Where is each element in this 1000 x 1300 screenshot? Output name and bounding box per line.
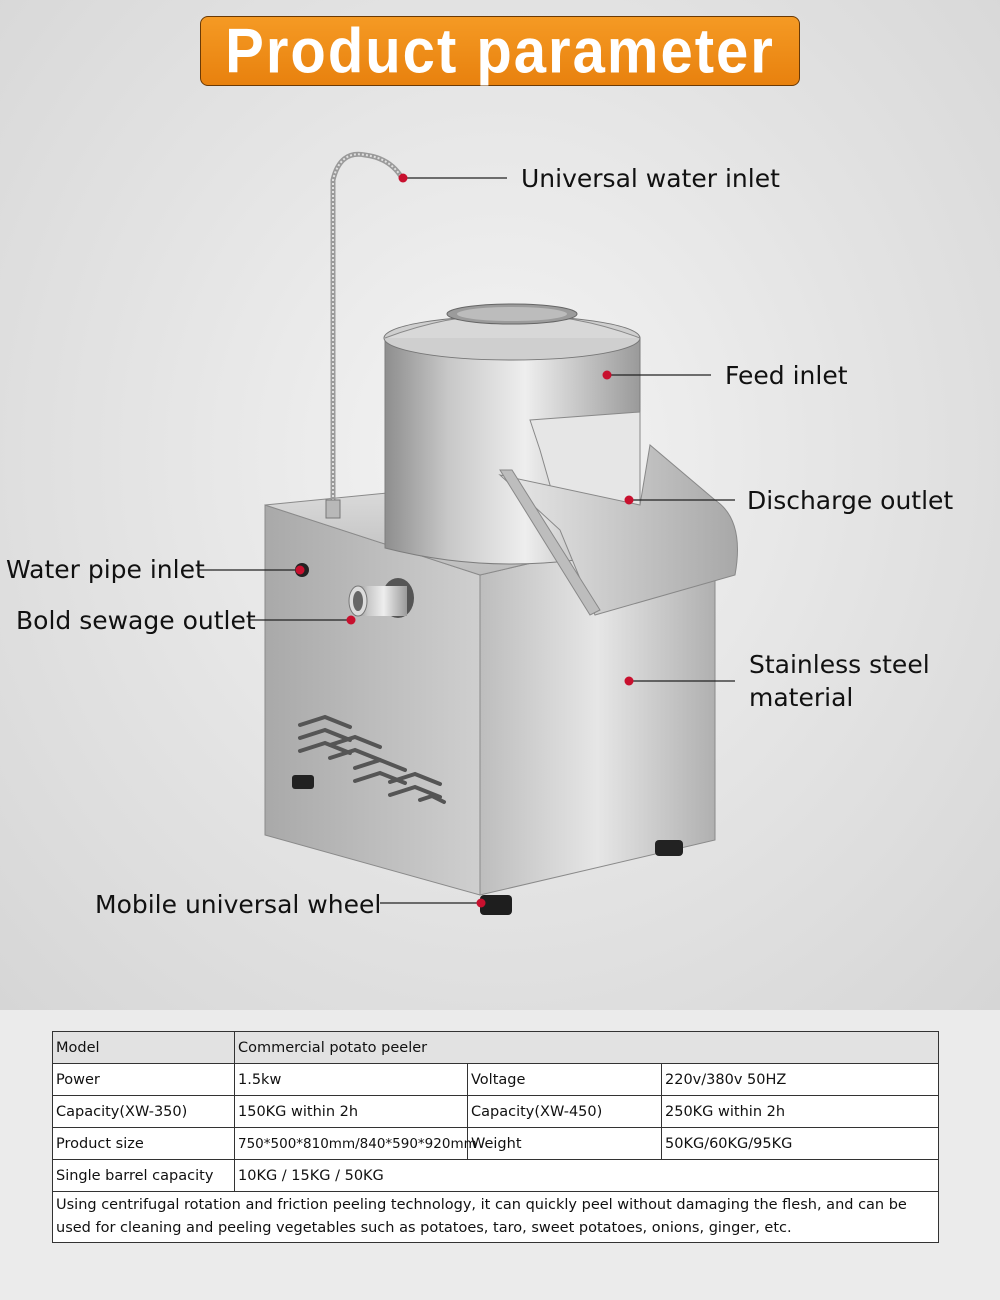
label-stainless-steel-line1: Stainless steel (749, 650, 930, 679)
spec-label: Capacity(XW-350) (52, 1095, 235, 1128)
potato-peeler-machine-illustration (198, 151, 738, 915)
spec-label: Capacity(XW-450) (467, 1095, 662, 1128)
table-row: Model Commercial potato peeler (52, 1031, 940, 1064)
spec-table: Model Commercial potato peeler Power 1.5… (51, 1031, 940, 1243)
label-stainless-steel-line2: material (749, 683, 854, 712)
spec-value: Commercial potato peeler (233, 1031, 940, 1064)
spec-value: 150KG within 2h (234, 1095, 468, 1128)
label-water-pipe-inlet: Water pipe inlet (6, 555, 205, 584)
spec-value: 750*500*810mm/840*590*920mm (234, 1127, 477, 1160)
label-mobile-universal-wheel: Mobile universal wheel (95, 890, 382, 919)
table-row: Using centrifugal rotation and friction … (51, 1191, 940, 1243)
spec-value: 220v/380v 50HZ (660, 1063, 940, 1096)
table-row: Capacity(XW-350) 150KG within 2h Capacit… (52, 1095, 940, 1128)
spec-label: Power (52, 1063, 235, 1096)
spec-label: Weight (467, 1127, 662, 1160)
spec-label: Model (52, 1031, 235, 1064)
spec-label: Single barrel capacity (52, 1159, 235, 1192)
spec-value: 50KG/60KG/95KG (660, 1127, 940, 1160)
table-row: Single barrel capacity 10KG / 15KG / 50K… (52, 1159, 940, 1192)
table-row: Power 1.5kw Voltage 220v/380v 50HZ (52, 1063, 940, 1096)
title-banner: Product parameter (200, 16, 800, 86)
label-discharge-outlet: Discharge outlet (747, 486, 954, 515)
label-universal-water-inlet: Universal water inlet (521, 164, 780, 193)
page-title: Product parameter (225, 15, 775, 87)
label-bold-sewage-outlet: Bold sewage outlet (16, 606, 256, 635)
label-feed-inlet: Feed inlet (725, 361, 848, 390)
product-description: Using centrifugal rotation and friction … (51, 1191, 940, 1243)
spec-value: 10KG / 15KG / 50KG (233, 1159, 940, 1192)
spec-value: 250KG within 2h (660, 1095, 940, 1128)
spec-label: Voltage (467, 1063, 662, 1096)
spec-label: Product size (52, 1127, 235, 1160)
table-row: Product size 750*500*810mm/840*590*920mm… (52, 1127, 940, 1160)
spec-value: 1.5kw (234, 1063, 468, 1096)
